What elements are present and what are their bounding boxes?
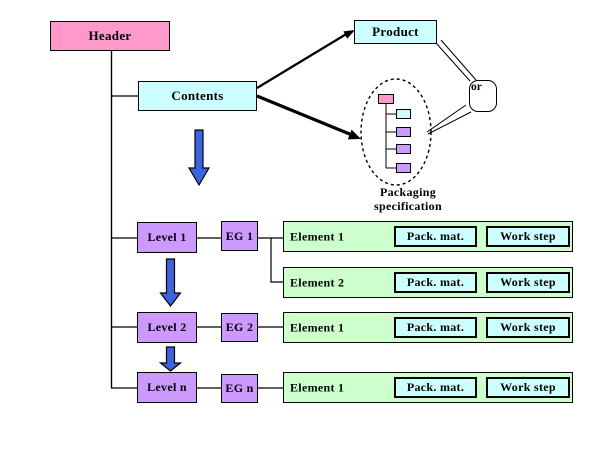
product-label: Product	[372, 24, 419, 39]
or-link-product-a	[435, 42, 471, 82]
work-step-box-3: Work step	[486, 317, 570, 338]
eg1-box: EG 1	[221, 221, 258, 251]
pack-mat-label-3: Pack. mat.	[406, 320, 465, 334]
or-link-ellipse-a	[426, 104, 467, 133]
level1-label: Level 1	[147, 230, 187, 244]
mini-tree-lines	[385, 104, 396, 169]
mini-level-box-2	[396, 144, 411, 154]
level2-label: Level 2	[147, 320, 187, 334]
pack-mat-label-2: Pack. mat.	[406, 275, 465, 289]
or-label: or	[471, 81, 482, 93]
pack-mat-box-4: Pack. mat.	[394, 377, 477, 398]
arrowhead-ellipse	[347, 129, 361, 140]
element-row-2: Element 2 Pack. mat. Work step	[283, 267, 573, 298]
arrowhead-product	[343, 30, 355, 39]
element-row-1: Element 1 Pack. mat. Work step	[283, 221, 573, 252]
egn-label: EG n	[225, 381, 254, 395]
packaging-spec-caption-line2: specification	[374, 198, 442, 213]
element-row-2-label: Element 2	[290, 275, 345, 289]
level2-box: Level 2	[137, 312, 197, 343]
link-eg1-row2	[270, 238, 283, 283]
level1-box: Level 1	[137, 222, 197, 253]
work-step-label-4: Work step	[500, 380, 556, 394]
mini-header-box	[378, 94, 394, 104]
arrow-contents-product	[256, 32, 349, 89]
egn-box: EG n	[221, 374, 258, 403]
pack-mat-box-1: Pack. mat.	[394, 226, 477, 247]
work-step-box-1: Work step	[486, 226, 570, 247]
or-node: or	[469, 80, 497, 112]
leveln-label: Level n	[147, 380, 187, 394]
packaging-spec-ellipse	[360, 78, 432, 186]
element-row-3: Element 1 Pack. mat. Work step	[283, 312, 573, 343]
pack-mat-box-2: Pack. mat.	[394, 272, 477, 293]
down-arrow-level2-leveln	[158, 346, 183, 372]
packaging-spec-caption-line1: Packaging	[379, 185, 437, 199]
work-step-label-3: Work step	[500, 320, 556, 334]
eg2-label: EG 2	[225, 320, 254, 334]
down-arrow-contents-levels	[187, 129, 211, 187]
element-row-1-label: Element 1	[290, 229, 345, 243]
header-box: Header	[50, 21, 170, 51]
arrow-contents-ellipse	[256, 94, 353, 137]
element-row-3-label: Element 1	[290, 320, 345, 334]
pack-mat-label-4: Pack. mat.	[406, 380, 465, 394]
mini-contents-box	[396, 109, 411, 119]
work-step-box-2: Work step	[486, 272, 570, 293]
contents-box: Contents	[138, 81, 257, 111]
or-link-ellipse-b	[427, 111, 472, 135]
element-row-4: Element 1 Pack. mat. Work step	[283, 372, 573, 403]
mini-level-box-1	[396, 127, 411, 137]
mini-level-box-3	[396, 163, 411, 173]
packaging-spec-caption: Packaging specification	[352, 185, 464, 213]
element-row-4-label: Element 1	[290, 380, 345, 394]
down-arrow-level1-level2	[159, 258, 182, 307]
product-box: Product	[354, 20, 437, 44]
eg1-label: EG 1	[225, 228, 254, 243]
work-step-label-1: Work step	[500, 229, 556, 243]
pack-mat-box-3: Pack. mat.	[394, 317, 477, 338]
pack-mat-label-1: Pack. mat.	[406, 229, 465, 243]
leveln-box: Level n	[137, 372, 197, 403]
or-link-product-b	[440, 39, 477, 81]
eg2-box: EG 2	[221, 313, 258, 342]
work-step-box-4: Work step	[486, 377, 570, 398]
header-label: Header	[88, 28, 132, 43]
work-step-label-2: Work step	[500, 275, 556, 289]
contents-label: Contents	[171, 88, 224, 103]
